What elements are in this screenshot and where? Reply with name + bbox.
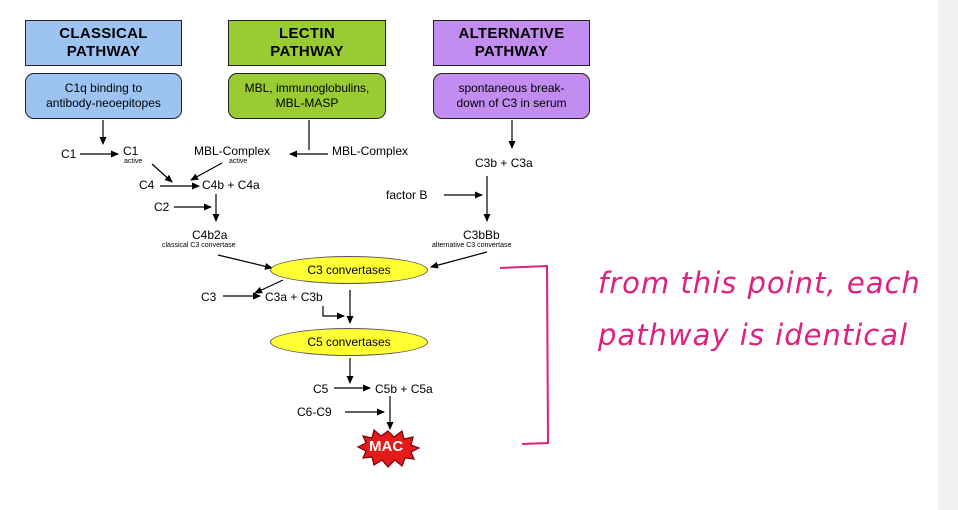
label-c3a-c3b: C3a + C3b bbox=[265, 290, 323, 304]
alternative-description-box: spontaneous break- down of C3 in serum bbox=[433, 73, 590, 119]
label-c4b2a: C4b2a bbox=[192, 228, 228, 242]
c3-convertases-node: C3 convertases bbox=[270, 256, 428, 284]
classical-desc-line1: C1q binding to bbox=[64, 81, 143, 95]
label-c5b-c5a: C5b + C5a bbox=[375, 382, 433, 396]
label-c4b-c4a: C4b + C4a bbox=[202, 178, 260, 192]
classical-title-line2: PATHWAY bbox=[66, 43, 141, 60]
arrow-c3conv-to-c3a bbox=[254, 279, 284, 294]
mac-starburst bbox=[356, 428, 421, 468]
label-c4b2a-sub: classical C3 convertase bbox=[162, 242, 236, 249]
arrow-c3b-bend bbox=[322, 306, 345, 320]
alternative-title-line1: ALTERNATIVE bbox=[458, 25, 565, 42]
annotation-bracket bbox=[499, 264, 550, 445]
label-c6-c9: C6-C9 bbox=[297, 405, 332, 419]
label-c3-convertases: C3 convertases bbox=[307, 263, 391, 277]
classical-pathway-header: CLASSICAL PATHWAY bbox=[25, 20, 182, 66]
classical-title-line1: CLASSICAL bbox=[59, 25, 148, 42]
label-c3bbb: C3bBb bbox=[463, 228, 500, 242]
lectin-desc-line1: MBL, immunoglobulins, bbox=[244, 81, 370, 95]
lectin-title-line1: LECTIN bbox=[279, 25, 335, 42]
lectin-description-box: MBL, immunoglobulins, MBL-MASP bbox=[228, 73, 386, 119]
lectin-title-line2: PATHWAY bbox=[270, 43, 344, 60]
c5-convertases-node: C5 convertases bbox=[270, 328, 428, 356]
label-c2: C2 bbox=[154, 200, 170, 214]
label-c1-active: C1 bbox=[123, 144, 139, 158]
label-c1: C1 bbox=[61, 147, 77, 161]
label-c3bbb-sub: alternative C3 convertase bbox=[432, 242, 512, 249]
arrow-c1active-to-c4b bbox=[151, 163, 173, 183]
alternative-desc-line1: spontaneous break- bbox=[458, 81, 565, 95]
label-mbl-active-sub: active bbox=[229, 158, 248, 165]
lectin-pathway-header: LECTIN PATHWAY bbox=[228, 20, 386, 66]
label-c5: C5 bbox=[313, 382, 329, 396]
label-c4: C4 bbox=[139, 178, 155, 192]
classical-description-box: C1q binding to antibody-neoepitopes bbox=[25, 73, 182, 119]
annotation-line2: pathway is identical bbox=[598, 318, 909, 352]
label-c5-convertases: C5 convertases bbox=[307, 335, 391, 349]
label-mac: MAC bbox=[369, 438, 404, 455]
alternative-pathway-header: ALTERNATIVE PATHWAY bbox=[433, 20, 590, 66]
alternative-title-line2: PATHWAY bbox=[474, 43, 549, 60]
classical-desc-line2: antibody-neoepitopes bbox=[46, 96, 161, 110]
annotation-line1: from this point, each bbox=[598, 266, 921, 300]
label-c3b-c3a: C3b + C3a bbox=[475, 156, 533, 170]
arrow-alt-conv-to-c3conv bbox=[430, 251, 488, 269]
right-edge-strip bbox=[938, 0, 958, 510]
arrow-mbl-active-to-c4b bbox=[190, 162, 223, 181]
label-mbl-complex-active: MBL-Complex bbox=[194, 144, 271, 158]
lectin-desc-line2: MBL-MASP bbox=[275, 96, 339, 110]
arrow-classical-conv-to-c3conv bbox=[217, 254, 273, 270]
label-c3: C3 bbox=[201, 290, 217, 304]
label-mbl-complex: MBL-Complex bbox=[332, 144, 409, 158]
alternative-desc-line2: down of C3 in serum bbox=[456, 96, 567, 110]
label-c1-active-sub: active bbox=[124, 158, 143, 165]
label-factor-b: factor B bbox=[386, 188, 428, 202]
